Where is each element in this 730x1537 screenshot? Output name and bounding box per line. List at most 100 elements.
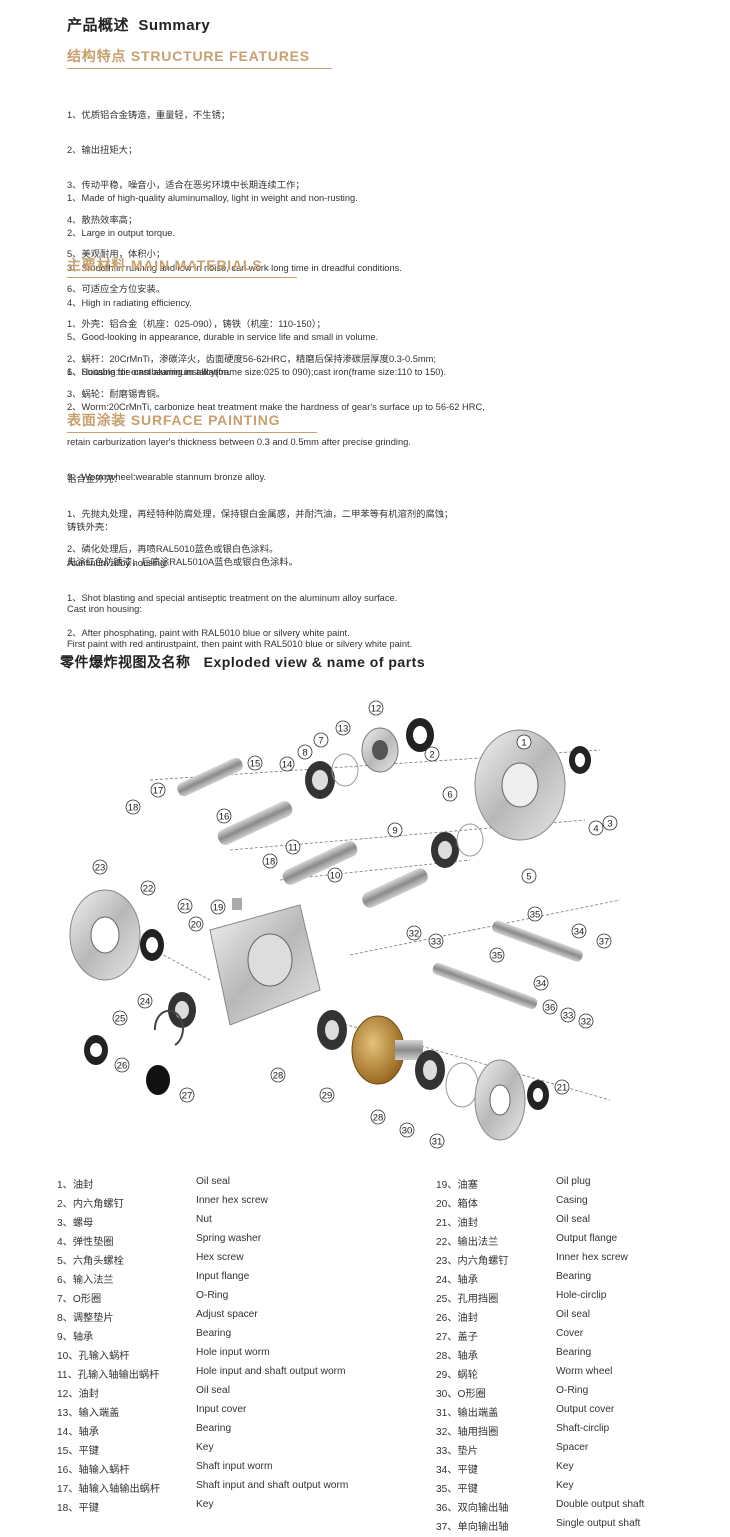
- materials-title: 主要材料 MAIN MATERIALS: [67, 257, 263, 273]
- part-name-cn: 23、内六角螺钉: [436, 1256, 509, 1267]
- callout-label: 5: [526, 872, 531, 883]
- part-name-en: Oil seal: [556, 1214, 590, 1225]
- part-name-cn: 8、调整垫片: [57, 1313, 114, 1324]
- part-name-en: Worm wheel: [556, 1366, 613, 1377]
- output-shaft-37: [492, 920, 583, 962]
- callout-label: 32: [409, 929, 420, 940]
- callout-label: 2: [429, 750, 434, 761]
- list-item: 4、散热效率高；: [67, 214, 138, 225]
- callout-label: 32: [581, 1017, 592, 1028]
- list-item: 3、Worm wheel:wearable stannum bronze all…: [67, 471, 267, 482]
- materials-cn-list: 1、外壳：铝合金（机座：025-090），铸铁（机座：110-150）； 2、蜗…: [67, 296, 436, 412]
- part-name-cn: 13、输入端盖: [57, 1408, 120, 1419]
- part-name-en: Bearing: [196, 1328, 232, 1339]
- part-name-cn: 36、双向输出轴: [436, 1503, 509, 1514]
- part-name-en: Output flange: [556, 1233, 618, 1244]
- list-item: Aluminum alloy housing:: [67, 558, 168, 569]
- list-item: 铝合金外壳：: [67, 474, 123, 485]
- list-item: 2、输出扭矩大；: [67, 144, 138, 155]
- part-name-cn: 22、输出法兰: [436, 1237, 499, 1248]
- input-cover-13: [361, 727, 399, 773]
- list-item: 2、磷化处理后，再喷RAL5010蓝色或银白色涂料。: [67, 543, 279, 554]
- callout-label: 6: [447, 790, 452, 801]
- part-name-en: Bearing: [556, 1347, 592, 1358]
- callout-label: 35: [530, 910, 541, 921]
- output-shaft-36: [432, 962, 538, 1010]
- callout-label: 15: [250, 759, 261, 770]
- exploded-title-en: Exploded view & name of parts: [203, 654, 426, 670]
- callout-label: 8: [302, 748, 307, 759]
- part-name-cn: 25、孔用挡圈: [436, 1294, 499, 1305]
- part-name-en: Output cover: [556, 1404, 615, 1415]
- list-item: 2、蜗杆：20CrMnTi，渗碳淬火，齿面硬度56-62HRC，精磨后保持渗碳层…: [67, 353, 436, 364]
- part-name-cn: 20、箱体: [436, 1199, 478, 1210]
- callout-label: 13: [338, 724, 349, 735]
- oil-seal-26: [84, 1035, 108, 1065]
- callout-label: 22: [143, 884, 154, 895]
- callout-label: 16: [219, 812, 230, 823]
- part-name-cn: 5、六角头螺栓: [57, 1256, 124, 1267]
- callout-label: 33: [563, 1011, 574, 1022]
- part-name-cn: 33、垫片: [436, 1446, 478, 1457]
- callout-label: 28: [373, 1113, 384, 1124]
- callout-label: 19: [213, 903, 224, 914]
- part-name-en: Oil seal: [556, 1309, 590, 1320]
- list-item: Cast iron housing:: [67, 604, 142, 615]
- list-item: 1、Housing:die-cast aluminum alloy(frame …: [67, 367, 447, 378]
- painting-title: 表面涂装 SURFACE PAINTING: [67, 412, 281, 428]
- part-name-cn: 2、内六角螺钉: [57, 1199, 124, 1210]
- part-name-cn: 34、平键: [436, 1465, 478, 1476]
- list-item: 6、可适应全方位安装。: [67, 284, 166, 295]
- materials-en-list: 1、Housing:die-cast aluminum alloy(frame …: [67, 344, 485, 495]
- part-name-cn: 28、轴承: [436, 1351, 478, 1362]
- part-name-cn: 19、油塞: [436, 1180, 478, 1191]
- callout-label: 35: [492, 951, 503, 962]
- oil-seal-21b: [527, 1080, 549, 1110]
- oil-seal-1: [569, 746, 591, 774]
- list-item: 1、Shot blasting and special antiseptic t…: [67, 592, 398, 603]
- list-item: 先涂红色防锈漆，后喷涂RAL5010A蓝色或银白色涂料。: [67, 556, 298, 567]
- oil-seal-12: [406, 718, 434, 752]
- output-flange-22: [69, 889, 141, 981]
- summary-title-cn: 产品概述: [67, 17, 130, 34]
- cover-27: [146, 1065, 170, 1095]
- part-name-cn: 29、蜗轮: [436, 1370, 478, 1381]
- part-name-en: Hole input worm: [196, 1347, 270, 1358]
- list-item: 3、传动平稳，噪音小，适合在恶劣环境中长期连续工作；: [67, 179, 305, 190]
- structure-en-list: 1、Made of high-quality aluminumalloy, li…: [67, 170, 402, 390]
- callout-label: 34: [536, 979, 547, 990]
- part-name-en: Oil seal: [196, 1385, 230, 1396]
- part-name-en: Key: [196, 1442, 214, 1453]
- worm-16: [217, 801, 293, 845]
- part-name-cn: 14、轴承: [57, 1427, 99, 1438]
- callout-label: 20: [191, 920, 202, 931]
- callout-label: 3: [607, 819, 612, 830]
- oil-seal-21: [140, 929, 164, 961]
- part-name-en: Adjust spacer: [196, 1309, 258, 1320]
- part-name-cn: 26、油封: [436, 1313, 478, 1324]
- callout-label: 12: [371, 704, 382, 715]
- part-name-cn: 27、盖子: [436, 1332, 478, 1343]
- callout-label: 29: [322, 1091, 333, 1102]
- callouts: 1 2 3 4 5 6 7 8 9 10 11 12 13 14 15 16 1…: [92, 700, 618, 1149]
- materials-divider: [67, 277, 297, 278]
- painting-divider: [67, 432, 317, 433]
- callout-label: 11: [288, 843, 298, 854]
- part-name-cn: 18、平键: [57, 1503, 99, 1514]
- part-name-en: Input flange: [196, 1271, 250, 1282]
- part-name-en: Key: [556, 1480, 574, 1491]
- part-name-en: Shaft input and shaft output worm: [196, 1480, 349, 1491]
- part-name-en: Bearing: [196, 1423, 232, 1434]
- bearing-9: [431, 832, 459, 868]
- output-cover-31: [474, 1059, 526, 1141]
- list-item: 2、Large in output torque.: [67, 227, 176, 238]
- callout-label: 27: [182, 1091, 193, 1102]
- part-name-en: Casing: [556, 1195, 588, 1206]
- o-ring-30: [445, 1062, 479, 1108]
- part-name-cn: 16、轴输入蜗杆: [57, 1465, 130, 1476]
- exploded-view-title: 零件爆炸视图及名称 Exploded view & name of parts: [60, 652, 425, 672]
- bearing-14: [305, 761, 335, 799]
- part-name-en: Spacer: [556, 1442, 589, 1453]
- part-name-cn: 17、轴输入轴输出蜗杆: [57, 1484, 161, 1495]
